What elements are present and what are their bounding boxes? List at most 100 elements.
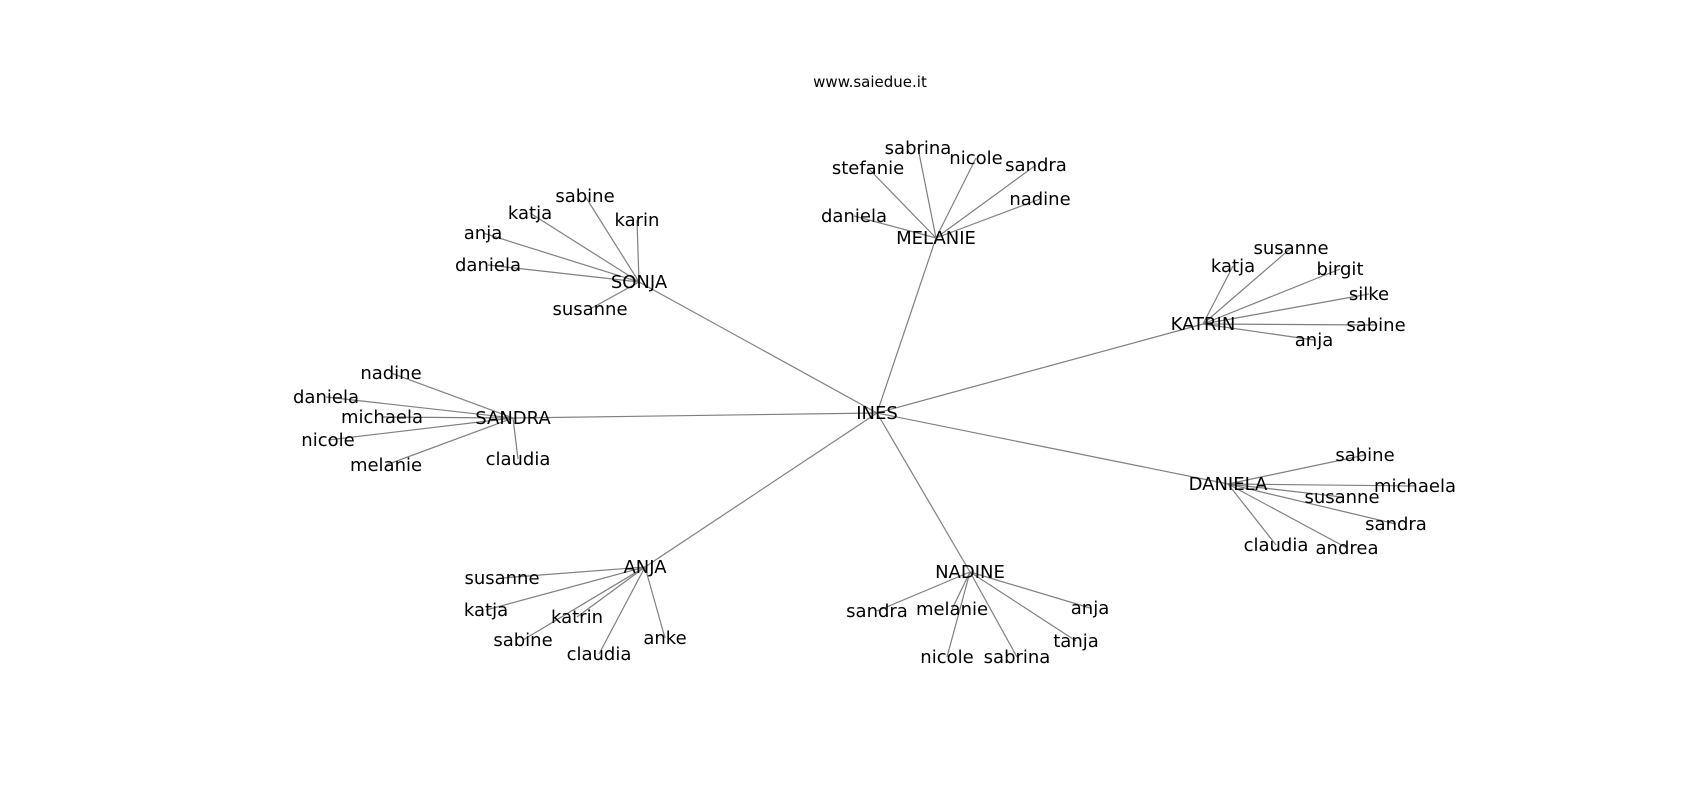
edge-katrin-birgit <box>1202 268 1341 325</box>
edge-nadine-melanie <box>951 571 971 610</box>
edge-daniela-claudia <box>1227 483 1277 546</box>
leaf-node-label: sandra <box>1005 155 1067 176</box>
leaf-node-label: karin <box>615 210 660 231</box>
edge-daniela-sandra <box>1227 483 1397 525</box>
edge-sonja-sabine <box>584 195 640 283</box>
edge-katrin-susanne <box>1202 247 1292 325</box>
leaf-node-label: stefanie <box>832 158 904 179</box>
leaf-node-label: katja <box>508 203 552 224</box>
edge-melanie-nadine <box>935 198 1041 239</box>
edge-sonja-katja <box>529 212 640 283</box>
edge-root-daniela <box>876 412 1229 485</box>
edge-root-sandra <box>512 412 878 419</box>
leaf-node-label: katrin <box>551 607 603 628</box>
edge-katrin-katja <box>1202 265 1234 325</box>
leaf-node-label: tanja <box>1053 631 1099 652</box>
edge-katrin-sabine <box>1202 323 1377 326</box>
leaf-node-label: silke <box>1349 284 1389 305</box>
edge-anja-katrin <box>576 566 646 618</box>
hub-node-label-melanie: MELANIE <box>896 228 976 249</box>
leaf-node-label: susanne <box>552 299 627 320</box>
leaf-node-label: anja <box>1071 598 1109 619</box>
edge-daniela-michaela <box>1227 483 1416 487</box>
leaf-node-label: melanie <box>350 455 422 476</box>
edge-anja-claudia <box>598 566 646 655</box>
edge-daniela-sabine <box>1227 454 1366 485</box>
edge-melanie-stefanie <box>867 167 937 239</box>
edge-melanie-sandra <box>935 164 1037 239</box>
edge-anja-susanne <box>501 566 646 579</box>
edge-melanie-daniela <box>853 215 937 239</box>
edge-melanie-nicole <box>935 157 977 239</box>
leaf-node-label: anja <box>464 223 502 244</box>
leaf-node-label: sabine <box>1346 315 1405 336</box>
edge-nadine-nicole <box>946 571 971 658</box>
edges-layer <box>325 147 1416 658</box>
leaf-node-label: nicole <box>949 148 1002 169</box>
edge-anja-anke <box>644 566 666 639</box>
edge-sonja-karin <box>636 219 640 283</box>
leaf-node-label: daniela <box>293 387 359 408</box>
leaf-node-label: daniela <box>821 206 887 227</box>
edge-sandra-claudia <box>512 417 519 460</box>
edge-daniela-andrea <box>1227 483 1348 549</box>
leaf-node-label: daniela <box>455 255 521 276</box>
leaf-node-label: katja <box>464 600 508 621</box>
leaf-node-label: andrea <box>1316 538 1379 559</box>
hub-node-label-nadine: NADINE <box>935 562 1005 583</box>
root-node-label: INES <box>856 403 898 424</box>
leaf-node-label: nicole <box>920 647 973 668</box>
edge-root-melanie <box>876 237 937 414</box>
leaf-node-label: sandra <box>846 601 908 622</box>
edge-sonja-daniela <box>487 264 640 283</box>
leaf-node-label: sabrina <box>984 647 1051 668</box>
edge-sandra-daniela <box>325 396 514 419</box>
edge-anja-sabine <box>522 566 646 641</box>
leaf-node-label: sabrina <box>885 138 952 159</box>
leaf-node-label: claudia <box>567 644 632 665</box>
leaf-node-label: birgit <box>1317 259 1364 280</box>
edge-sonja-susanne <box>589 281 640 310</box>
edge-nadine-tanja <box>969 571 1077 642</box>
hub-node-label-anja: ANJA <box>623 557 667 578</box>
edge-sandra-melanie <box>385 417 514 466</box>
hub-node-label-daniela: DANIELA <box>1189 474 1268 495</box>
edge-nadine-sabrina <box>969 571 1018 658</box>
leaf-node-label: claudia <box>1244 535 1309 556</box>
edge-sandra-nadine <box>390 372 514 419</box>
leaf-node-label: sabine <box>555 186 614 207</box>
edge-nadine-anja <box>969 571 1091 609</box>
edge-nadine-sandra <box>876 571 971 612</box>
edge-root-katrin <box>876 323 1204 414</box>
leaf-node-label: sabine <box>1335 445 1394 466</box>
leaf-node-label: michaela <box>1374 476 1456 497</box>
edge-anja-katja <box>485 566 646 611</box>
leaf-node-label: sandra <box>1365 514 1427 535</box>
leaf-node-label: susanne <box>464 568 539 589</box>
leaf-node-label: claudia <box>486 449 551 470</box>
leaf-node-label: michaela <box>341 407 423 428</box>
site-url-text: www.saiedue.it <box>813 73 927 91</box>
leaf-node-label: susanne <box>1304 487 1379 508</box>
edge-sonja-anja <box>482 232 640 283</box>
edge-katrin-anja <box>1202 323 1315 341</box>
hub-node-label-sandra: SANDRA <box>475 408 551 429</box>
leaf-node-label: nadine <box>1009 189 1070 210</box>
edge-sandra-michaela <box>381 416 514 419</box>
leaf-node-label: susanne <box>1253 238 1328 259</box>
leaf-node-label: nadine <box>360 363 421 384</box>
leaf-node-label: anke <box>643 628 686 649</box>
edge-katrin-silke <box>1202 293 1370 325</box>
leaf-node-label: sabine <box>493 630 552 651</box>
edge-root-nadine <box>876 412 971 573</box>
leaf-node-label: nicole <box>301 430 354 451</box>
leaf-node-label: anja <box>1295 330 1333 351</box>
edge-daniela-susanne <box>1227 483 1343 498</box>
edge-root-sonja <box>638 281 878 414</box>
edge-sandra-nicole <box>327 417 514 441</box>
hub-node-label-katrin: KATRIN <box>1171 314 1236 335</box>
hub-node-label-sonja: SONJA <box>611 272 668 293</box>
edge-melanie-sabrina <box>917 147 937 239</box>
